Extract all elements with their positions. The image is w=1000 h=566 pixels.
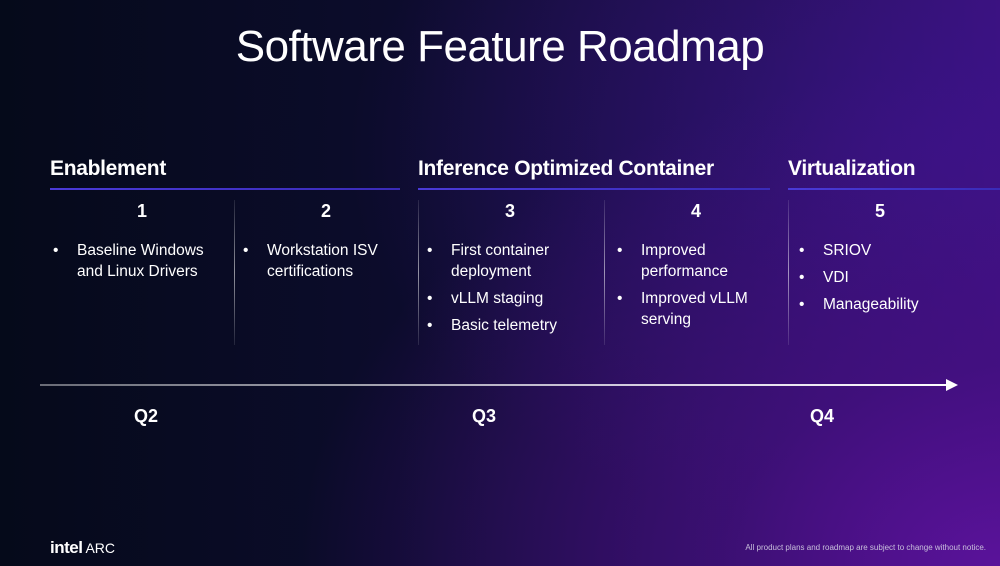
list-item: Basic telemetry <box>424 315 574 336</box>
page-title: Software Feature Roadmap <box>235 22 765 71</box>
quarter-label: Q3 <box>471 406 496 426</box>
list-item: Improved vLLM serving <box>614 288 774 330</box>
section-underline <box>418 188 770 190</box>
section-enablement: Enablement <box>50 157 167 180</box>
section-underline <box>50 188 400 190</box>
list-item: Workstation ISV certifications <box>240 240 410 282</box>
quarter-label: Q4 <box>809 406 834 426</box>
section-inference: Inference Optimized Container <box>418 157 714 180</box>
column-2-list: Workstation ISV certifications <box>240 240 410 288</box>
logo-brand: intel <box>50 538 83 557</box>
list-item: First container deployment <box>424 240 574 282</box>
section-underline <box>788 188 1000 190</box>
column-number: 3 <box>504 201 515 221</box>
list-item: VDI <box>796 267 966 288</box>
disclaimer: All product plans and roadmap are subjec… <box>745 543 986 552</box>
column-divider <box>234 200 235 345</box>
column-number: 5 <box>874 201 885 221</box>
list-item: vLLM staging <box>424 288 574 309</box>
column-3-list: First container deployment vLLM staging … <box>424 240 574 342</box>
list-item: Manageability <box>796 294 966 315</box>
logo-product: ARC <box>85 540 116 556</box>
column-number: 4 <box>690 201 701 221</box>
list-item: Baseline Windows and Linux Drivers <box>50 240 220 282</box>
column-divider <box>604 200 605 345</box>
column-number: 1 <box>136 201 147 221</box>
timeline-arrow <box>40 384 950 386</box>
column-5-list: SRIOV VDI Manageability <box>796 240 966 321</box>
column-1-list: Baseline Windows and Linux Drivers <box>50 240 220 288</box>
arrow-head-icon <box>946 379 958 391</box>
column-number: 2 <box>320 201 331 221</box>
list-item: Improved performance <box>614 240 774 282</box>
column-4-list: Improved performance Improved vLLM servi… <box>614 240 774 336</box>
list-item: SRIOV <box>796 240 966 261</box>
quarter-label: Q2 <box>133 406 158 426</box>
column-divider <box>418 200 419 345</box>
section-virtualization: Virtualization <box>788 157 916 180</box>
column-divider <box>788 200 789 345</box>
